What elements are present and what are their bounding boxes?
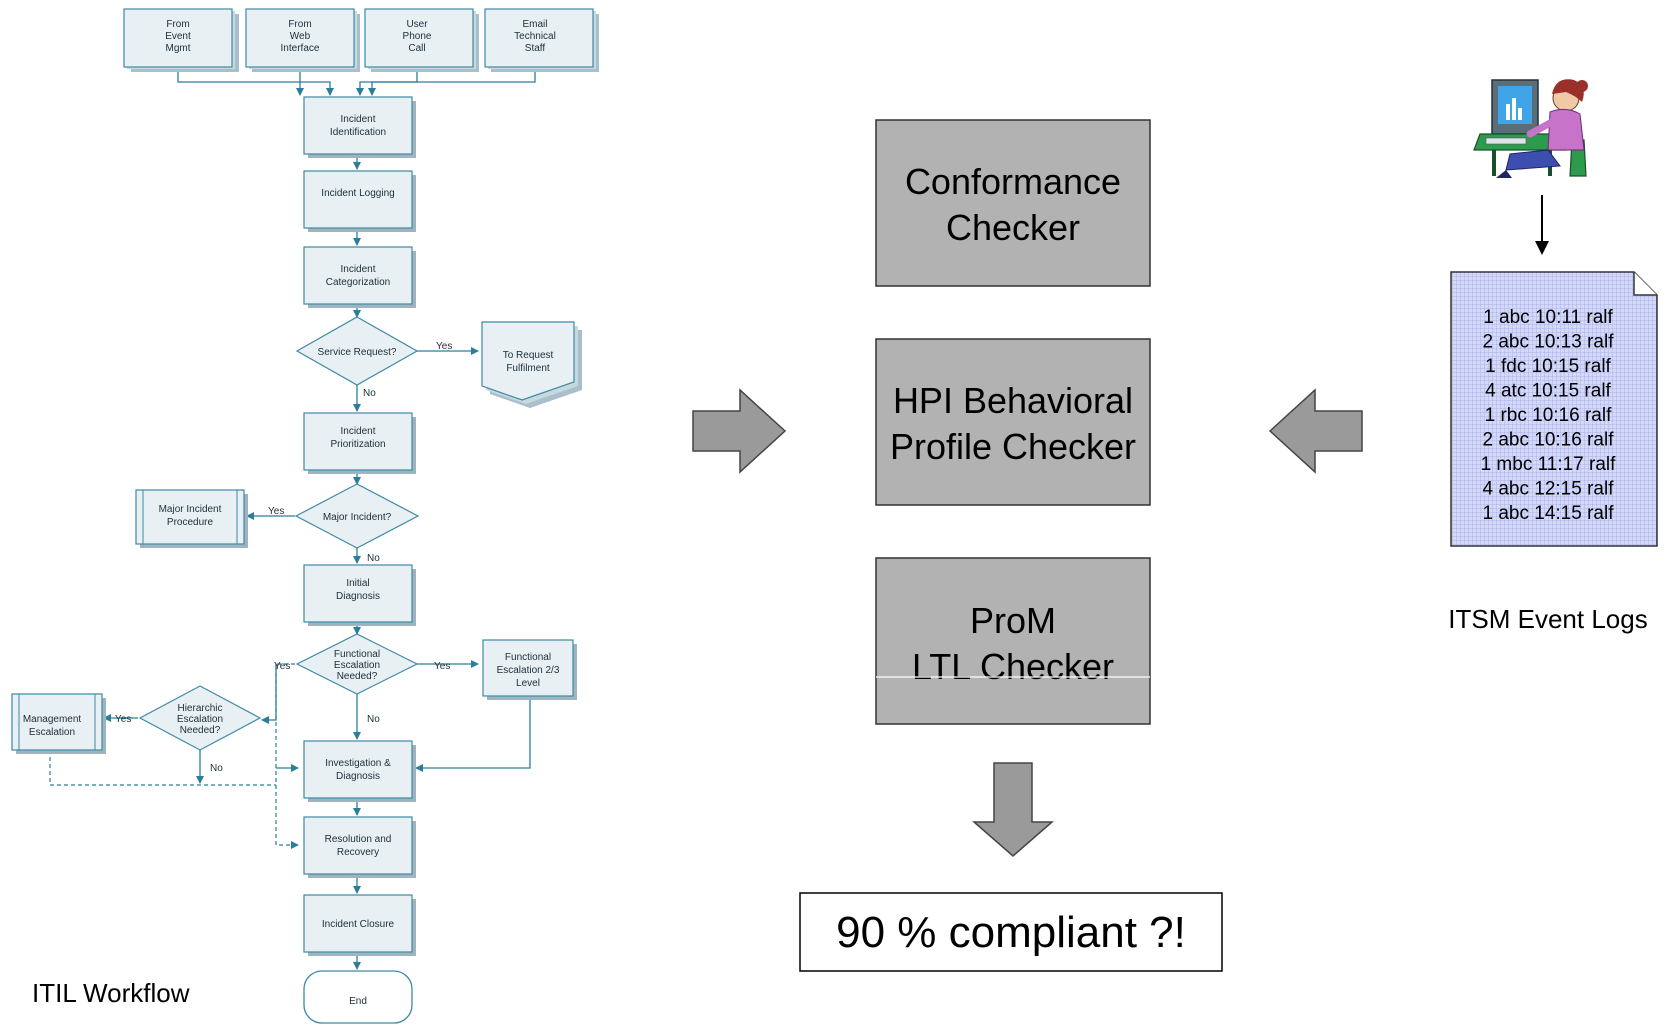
no-label: No	[363, 388, 376, 399]
event-log-entry: 2 abc 10:13 ralf	[1483, 332, 1615, 353]
no-label: No	[367, 553, 380, 564]
yes-label: Yes	[268, 506, 284, 517]
event-log-entry: 2 abc 10:16 ralf	[1483, 430, 1615, 451]
event-log-entry: 4 abc 12:15 ralf	[1483, 479, 1615, 500]
event-log-entry: 1 mbc 11:17 ralf	[1481, 454, 1617, 475]
result-text: 90 % compliant ?!	[836, 908, 1186, 957]
step-label: Investigation &Diagnosis	[325, 758, 391, 782]
yes-label: Yes	[274, 661, 290, 672]
flow-dashed-connectors	[49, 663, 299, 849]
event-log-entry: 1 rbc 10:16 ralf	[1485, 405, 1612, 426]
event-log-entry: 1 abc 10:11 ralf	[1483, 307, 1613, 328]
result-box: 90 % compliant ?!	[799, 892, 1223, 972]
yes-label: Yes	[434, 661, 450, 672]
step-end: End	[303, 970, 413, 1024]
step-investigation-diagnosis: Investigation &Diagnosis	[303, 740, 416, 802]
checker-line2: LTL Checker	[912, 646, 1114, 687]
checker-line1: ProM	[970, 600, 1056, 641]
checker-line2: Profile Checker	[890, 426, 1136, 467]
event-log-entries: 1 abc 10:11 ralf 2 abc 10:13 ralf 1 fdc 10…	[1481, 307, 1617, 524]
yes-label: Yes	[436, 341, 452, 352]
decision-service-request: Service Request?	[295, 316, 419, 386]
right-arrow-icon	[692, 388, 787, 474]
checker-line1: Conformance	[905, 161, 1121, 202]
checker-line2: Checker	[946, 207, 1080, 248]
event-log-entry: 1 fdc 10:15 ralf	[1485, 356, 1611, 377]
itsm-event-logs-caption: ITSM Event Logs	[1448, 604, 1647, 634]
decision-major-incident: Major Incident?	[294, 483, 420, 549]
decision-label: Major Incident?	[323, 512, 392, 523]
event-log-document-icon	[1450, 271, 1658, 547]
user-at-computer-icon	[1473, 79, 1588, 178]
left-arrow-icon	[1268, 388, 1363, 474]
event-log-entry: 4 atc 10:15 ralf	[1485, 381, 1611, 402]
checker-line1: HPI Behavioral	[893, 380, 1133, 421]
itil-workflow-caption: ITIL Workflow	[32, 978, 190, 1008]
down-arrow-icon	[971, 762, 1055, 857]
event-log-entry: 1 abc 14:15 ralf	[1483, 503, 1615, 524]
no-label: No	[367, 714, 380, 725]
step-label: End	[349, 996, 367, 1007]
step-label: Incident Closure	[322, 919, 395, 930]
checker-prom-ltl: ProM LTL Checker	[875, 557, 1151, 725]
step-incident-logging: Incident Logging	[303, 170, 416, 232]
checker-hpi-behavioral: HPI Behavioral Profile Checker	[875, 338, 1151, 506]
step-label: Incident Logging	[321, 188, 394, 199]
step-incident-closure: Incident Closure	[303, 894, 416, 956]
yes-label: Yes	[115, 714, 131, 725]
no-label: No	[210, 763, 223, 774]
checker-conformance: Conformance Checker	[875, 119, 1151, 287]
decision-label: Service Request?	[318, 347, 397, 358]
